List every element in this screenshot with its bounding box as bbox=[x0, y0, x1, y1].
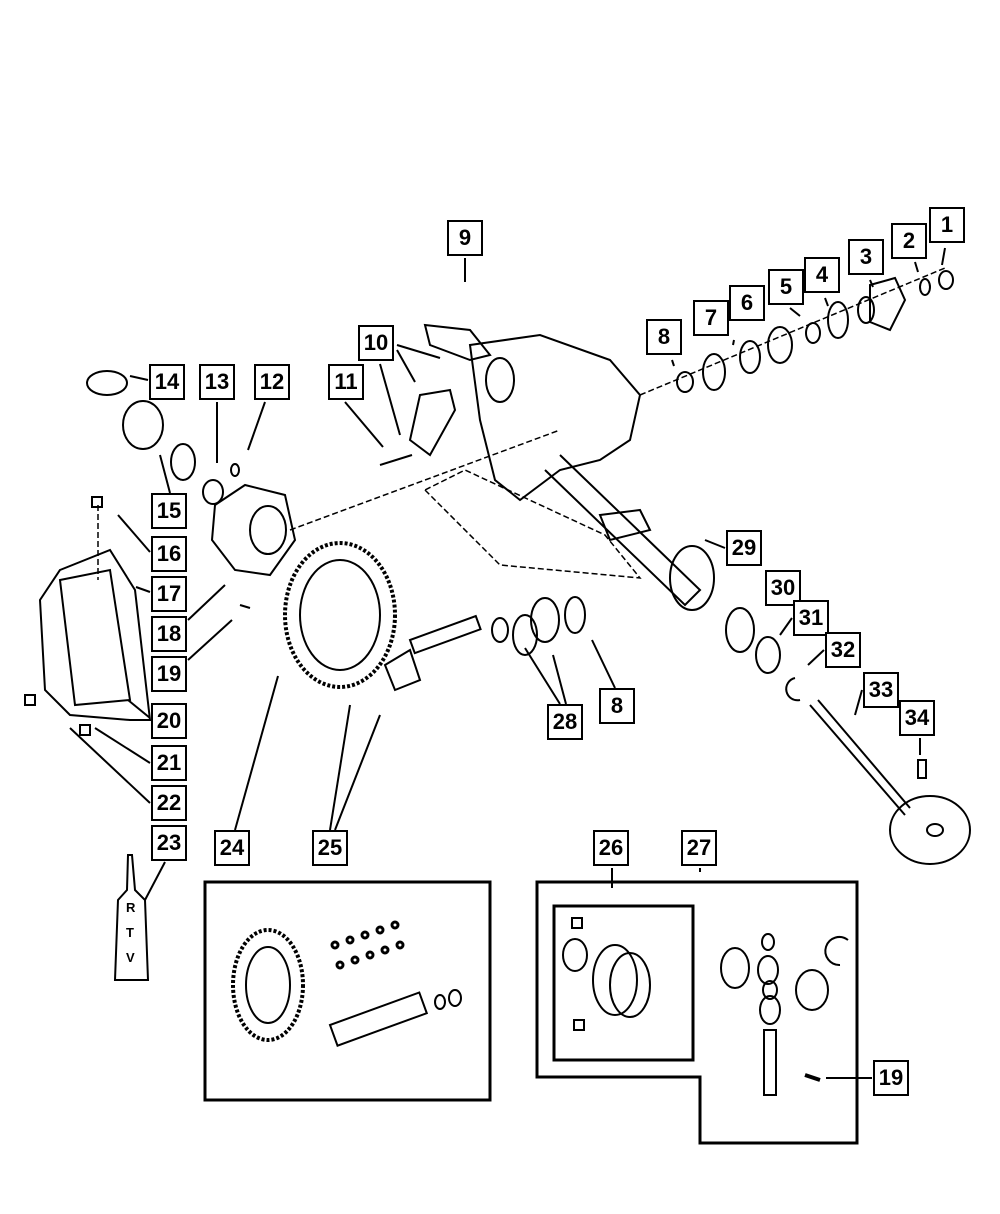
callout-11: 11 bbox=[328, 364, 364, 400]
rtv-tube bbox=[113, 854, 150, 981]
callout-34: 34 bbox=[899, 700, 935, 736]
axle-housing bbox=[379, 323, 715, 611]
callout-16: 16 bbox=[151, 536, 187, 572]
callout-6: 6 bbox=[729, 285, 765, 321]
kit-contents bbox=[231, 917, 849, 1096]
callout-22: 22 bbox=[151, 785, 187, 821]
callout-25: 25 bbox=[312, 830, 348, 866]
callout-24: 24 bbox=[214, 830, 250, 866]
assembly-axis-lines bbox=[97, 267, 946, 580]
callout-19: 19 bbox=[151, 656, 187, 692]
callout-32: 32 bbox=[825, 632, 861, 668]
callout-9: 9 bbox=[447, 220, 483, 256]
callout-17: 17 bbox=[151, 576, 187, 612]
differential-cover bbox=[24, 496, 152, 736]
ring-and-pinion bbox=[283, 541, 586, 692]
callout-28: 28 bbox=[547, 704, 583, 740]
leader-lines bbox=[69, 247, 946, 1079]
clutch-kit-box bbox=[552, 904, 695, 1062]
callout-2: 2 bbox=[891, 223, 927, 259]
callout-14: 14 bbox=[149, 364, 185, 400]
callout-1: 1 bbox=[929, 207, 965, 243]
callout-27: 27 bbox=[681, 830, 717, 866]
callout-33: 33 bbox=[863, 672, 899, 708]
callout-12: 12 bbox=[254, 364, 290, 400]
ring-pinion-kit-box bbox=[203, 880, 492, 1102]
callout-13: 13 bbox=[199, 364, 235, 400]
callout-20: 20 bbox=[151, 703, 187, 739]
callout-26: 26 bbox=[593, 830, 629, 866]
callout-3: 3 bbox=[848, 239, 884, 275]
axle-shaft bbox=[725, 607, 971, 865]
callout-8: 8 bbox=[599, 688, 635, 724]
callout-7: 7 bbox=[693, 300, 729, 336]
callout-23: 23 bbox=[151, 825, 187, 861]
callout-8: 8 bbox=[646, 319, 682, 355]
differential-kit-outline bbox=[535, 880, 859, 1145]
callout-15: 15 bbox=[151, 493, 187, 529]
callout-29: 29 bbox=[726, 530, 762, 566]
pinion-yoke bbox=[676, 270, 954, 393]
rtv-letter: V bbox=[126, 950, 135, 965]
callout-4: 4 bbox=[804, 257, 840, 293]
rtv-letter: T bbox=[126, 925, 134, 940]
callout-31: 31 bbox=[793, 600, 829, 636]
callout-21: 21 bbox=[151, 745, 187, 781]
callout-10: 10 bbox=[358, 325, 394, 361]
callout-18: 18 bbox=[151, 616, 187, 652]
rtv-letter: R bbox=[126, 900, 136, 915]
callout-5: 5 bbox=[768, 269, 804, 305]
differential-case bbox=[86, 370, 297, 609]
callout-19: 19 bbox=[873, 1060, 909, 1096]
